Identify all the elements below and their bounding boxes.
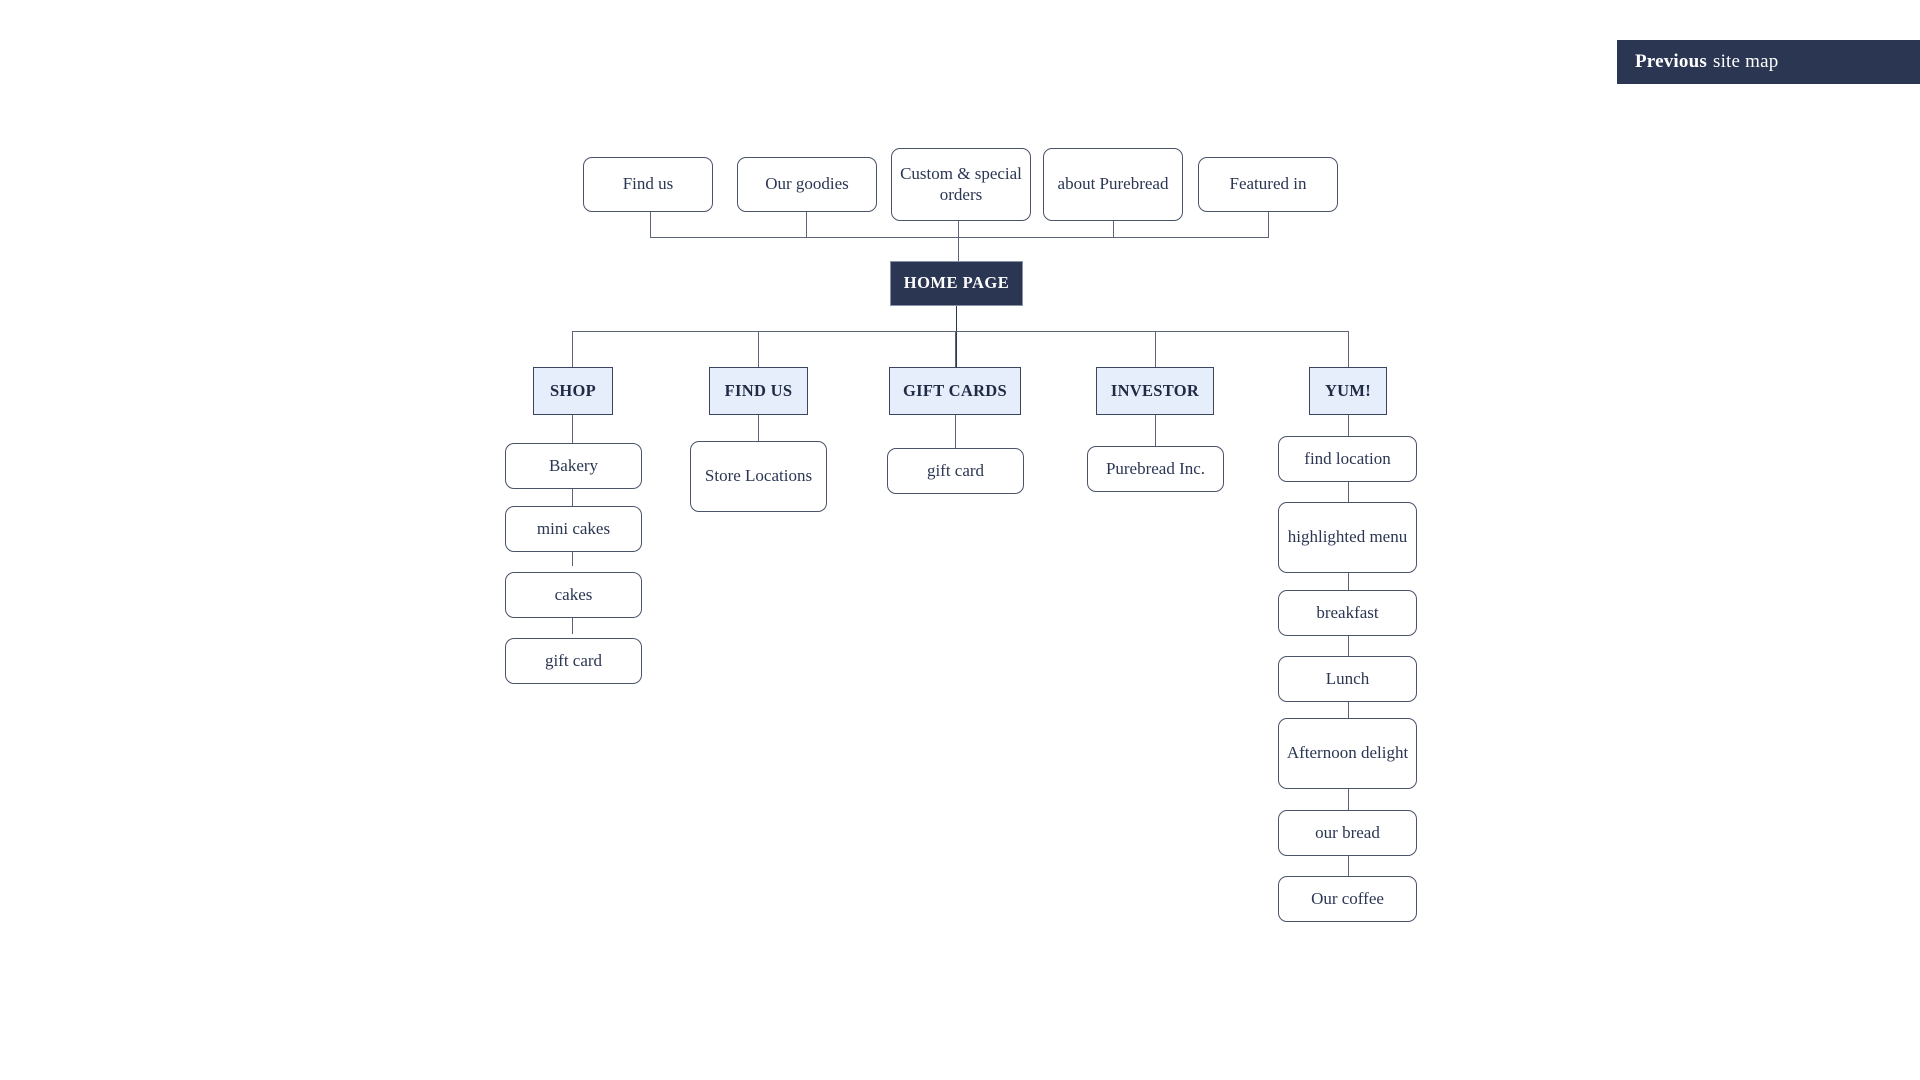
connector-lunch-to-afternoon-delight [1348, 702, 1350, 718]
connector-gift-cards-to-gift-card [955, 415, 957, 455]
connector-yum-drop [1348, 331, 1350, 367]
node-label: breakfast [1316, 602, 1379, 622]
node-section-yum[interactable]: YUM! [1309, 367, 1387, 415]
node-shop-gift-card[interactable]: gift card [505, 638, 642, 684]
connector-about-purebread-drop [1113, 221, 1115, 237]
node-label: gift card [926, 460, 985, 480]
node-about-purebread[interactable]: about Purebread [1043, 148, 1183, 221]
node-label: Our goodies [765, 174, 849, 194]
node-label: our bread [1315, 822, 1380, 842]
banner-bold-label: Previous [1635, 51, 1707, 72]
node-bakery[interactable]: Bakery [505, 443, 642, 489]
node-label: find location [1304, 448, 1391, 468]
node-highlighted-menu[interactable]: highlighted menu [1278, 502, 1417, 573]
node-store-locations[interactable]: Store Locations [690, 441, 827, 512]
connector-mini-cakes-to-cakes [572, 552, 574, 566]
node-label: Custom & special orders [900, 163, 1022, 204]
node-section-find-us[interactable]: FIND US [709, 367, 808, 415]
previous-site-map-banner: Previous site map [1617, 40, 1920, 84]
connector-find-us-to-store-locations [758, 415, 760, 450]
node-label: GIFT CARDS [902, 380, 1007, 400]
node-find-us[interactable]: Find us [583, 157, 713, 212]
connector-shop-drop [572, 331, 574, 367]
node-mini-cakes[interactable]: mini cakes [505, 506, 642, 552]
node-lunch[interactable]: Lunch [1278, 656, 1417, 702]
node-cakes[interactable]: cakes [505, 572, 642, 618]
node-label: Bakery [548, 455, 599, 475]
node-section-shop[interactable]: SHOP [533, 367, 613, 415]
node-breakfast[interactable]: breakfast [1278, 590, 1417, 636]
connector-our-bread-to-our-coffee [1348, 856, 1350, 876]
connector-gift-cards-drop [955, 331, 957, 367]
node-label: FIND US [724, 380, 793, 400]
connector-find-location-to-highlighted-menu [1348, 482, 1350, 502]
connector-investor-drop [1155, 331, 1157, 367]
connector-highlighted-menu-to-breakfast [1348, 573, 1350, 590]
connector-our-goodies-drop [806, 212, 808, 237]
node-gift-card[interactable]: gift card [887, 448, 1024, 494]
node-label: INVESTOR [1110, 380, 1200, 400]
node-home-page[interactable]: HOME PAGE [890, 261, 1023, 306]
banner-rest-label: site map [1712, 51, 1779, 72]
node-label: Featured in [1229, 174, 1307, 194]
node-label: HOME PAGE [903, 273, 1010, 293]
node-afternoon-delight[interactable]: Afternoon delight [1278, 718, 1417, 789]
connector-custom-orders-drop [958, 221, 960, 283]
node-featured-in[interactable]: Featured in [1198, 157, 1338, 212]
connector-home-page-drop [956, 306, 958, 367]
node-label: Purebread Inc. [1105, 458, 1206, 478]
node-label: cakes [554, 584, 593, 604]
node-section-gift-cards[interactable]: GIFT CARDS [889, 367, 1021, 415]
connector-breakfast-to-lunch [1348, 636, 1350, 656]
node-label: mini cakes [536, 518, 611, 538]
node-label: Afternoon delight [1286, 743, 1409, 763]
connector-sections-bus [572, 331, 1349, 333]
connector-featured-in-drop [1268, 212, 1270, 237]
node-label: about Purebread [1057, 174, 1169, 194]
node-custom-special-orders[interactable]: Custom & special orders [891, 148, 1031, 221]
node-our-goodies[interactable]: Our goodies [737, 157, 877, 212]
connector-find-us-drop [650, 212, 652, 237]
node-label: YUM! [1324, 380, 1372, 400]
node-section-investor[interactable]: INVESTOR [1096, 367, 1214, 415]
node-label: Our coffee [1311, 888, 1384, 908]
node-purebread-inc[interactable]: Purebread Inc. [1087, 446, 1224, 492]
connector-investor-to-purebread-inc [1155, 415, 1157, 453]
node-label: gift card [544, 650, 603, 670]
node-our-coffee[interactable]: Our coffee [1278, 876, 1417, 922]
node-label: SHOP [549, 380, 597, 400]
connector-bakery-to-mini-cakes [572, 489, 574, 506]
connector-yum-to-find-location [1348, 415, 1350, 436]
node-find-location[interactable]: find location [1278, 436, 1417, 482]
node-label: Find us [622, 174, 674, 194]
connector-shop-to-bakery [572, 415, 574, 443]
connector-afternoon-delight-to-our-bread [1348, 789, 1350, 810]
node-label: Lunch [1325, 668, 1370, 688]
node-label: highlighted menu [1287, 527, 1408, 547]
connector-find-us-section-drop [758, 331, 760, 367]
connector-cakes-to-gift-card [572, 618, 574, 634]
connector-top-bus [650, 237, 1269, 239]
node-our-bread[interactable]: our bread [1278, 810, 1417, 856]
node-label: Store Locations [704, 466, 813, 486]
